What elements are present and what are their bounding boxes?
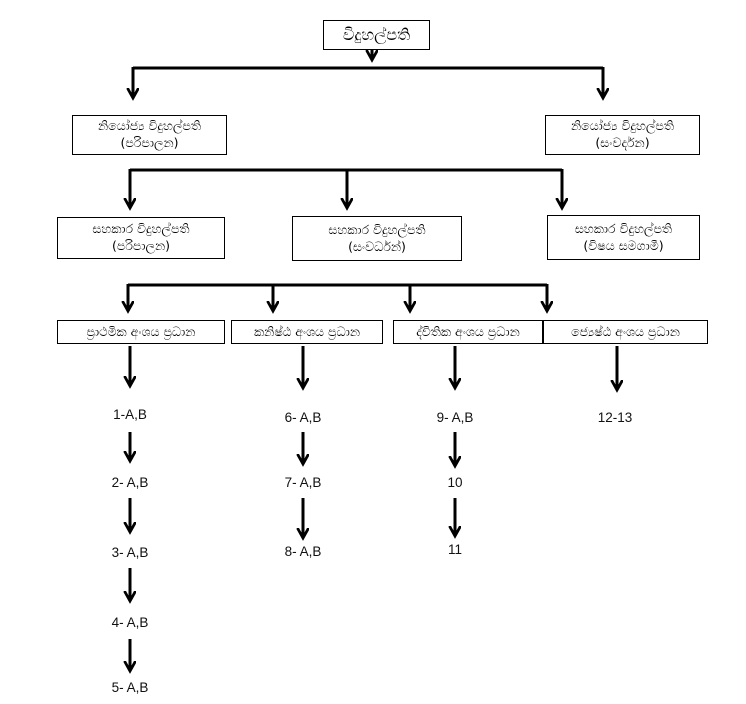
- grade-label: 10: [447, 475, 463, 490]
- grade-label: 11: [447, 542, 463, 557]
- node-assistant-cocurricular: සහකාර විදුහල්පති (විෂය සමගාමී): [547, 215, 700, 260]
- grade-label: 4- A,B: [111, 615, 149, 630]
- node-deputy-admin: නියෝජ්‍ය විදුහල්පති (පරිපාලන): [72, 115, 227, 155]
- grade-label: 1-A,B: [113, 407, 147, 422]
- node-deputy-development-line2: (සංවර්දන): [595, 135, 650, 150]
- node-deputy-admin-line2: (පරිපාලන): [120, 135, 179, 150]
- node-assistant-cocurricular-line1: සහකාර විදුහල්පති: [574, 220, 673, 236]
- node-senior-section-head-label: ජ්‍යෙෂ්ඨ අංශය ප්‍රධාන: [571, 323, 680, 339]
- grade-label: 7- A,B: [284, 475, 322, 490]
- grade-label: 5- A,B: [111, 680, 149, 695]
- node-assistant-admin: සහකාර විදුහල්පති (පරිපාලන): [57, 217, 225, 259]
- node-principal: විදුහල්පති: [323, 20, 430, 50]
- grade-label: 8- A,B: [284, 544, 322, 559]
- node-junior-section-head: කනිෂ්ඨ අංශය ප්‍රධාන: [231, 320, 383, 344]
- node-assistant-cocurricular-line2: (විෂය සමගාමී): [583, 237, 664, 253]
- node-deputy-development: නියෝජ්‍ය විදුහල්පති (සංවර්දන): [545, 115, 700, 155]
- node-primary-section-head-label: ප්‍රාථමික අංශය ප්‍රධාන: [86, 323, 196, 339]
- node-deputy-development-line1: නියෝජ්‍ය විදුහල්පති: [571, 118, 674, 134]
- grade-label: 9- A,B: [436, 410, 474, 425]
- grade-label: 3- A,B: [111, 545, 149, 560]
- grade-label: 2- A,B: [111, 475, 149, 490]
- node-secondary-section-head-label: ද්විතික අංශය ප්‍රධාන: [416, 323, 520, 339]
- node-junior-section-head-label: කනිෂ්ඨ අංශය ප්‍රධාන: [254, 323, 360, 339]
- grade-label: 6- A,B: [284, 410, 322, 425]
- node-assistant-development-line2: (සංවර්ධන්): [348, 238, 406, 254]
- grade-label: 12-13: [597, 410, 633, 425]
- node-assistant-admin-line2: (පරිපාලන): [111, 238, 171, 253]
- node-primary-section-head: ප්‍රාථමික අංශය ප්‍රධාන: [57, 320, 225, 344]
- node-assistant-admin-line1: සහකාර විදුහල්පති: [92, 221, 190, 237]
- node-secondary-section-head: ද්විතික අංශය ප්‍රධාන: [393, 320, 543, 344]
- node-principal-label: විදුහල්පති: [342, 25, 411, 45]
- node-senior-section-head: ජ්‍යෙෂ්ඨ අංශය ප්‍රධාන: [543, 320, 708, 344]
- node-deputy-admin-line1: නියෝජ්‍ය විදුහල්පති: [98, 118, 201, 134]
- node-assistant-development-line1: සහකාර විදුහල්පති: [328, 221, 426, 237]
- node-assistant-development: සහකාර විදුහල්පති (සංවර්ධන්): [292, 216, 462, 261]
